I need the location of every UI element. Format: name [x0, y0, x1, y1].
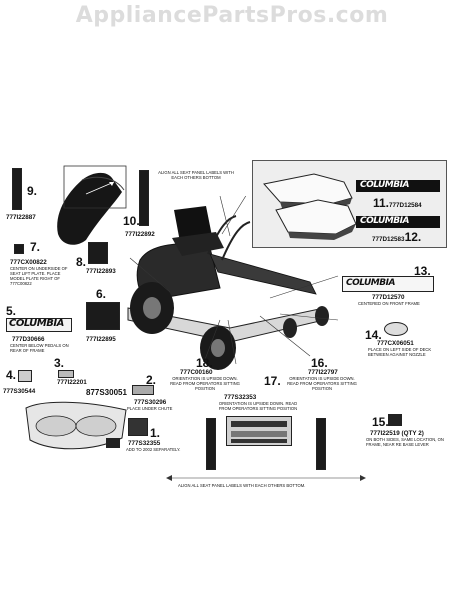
part-number-4: 777S30544 [3, 388, 36, 395]
decal-5 [6, 318, 72, 332]
decal-14 [384, 322, 408, 336]
decal-16-strip [316, 418, 326, 470]
part-number-1: 777S32355 [128, 440, 161, 447]
decal-13 [342, 276, 434, 292]
brand-logo-5: COLUMBIA [9, 318, 64, 329]
align-note-top: ALIGN ALL SEAT PANEL LABELS WITH EACH OT… [158, 170, 234, 180]
part-number-2: 777S30296 [134, 399, 167, 406]
decal-10 [139, 170, 149, 226]
callout-3: 3. [54, 356, 65, 370]
part-number-3: 777I22201 [57, 379, 87, 386]
note-17: ORIENTATION IS UPSIDE DOWN. READ FROM OP… [218, 401, 298, 411]
callout-9: 9. [27, 184, 38, 198]
note-15: ON BOTH SIDES, SAME LOCATION, ON FRAME, … [366, 437, 444, 447]
callout-6: 6. [96, 287, 107, 301]
callout-16: 16. [311, 356, 328, 370]
align-note-bottom: ALIGN ALL SEAT PANEL LABELS WITH EACH OT… [178, 483, 306, 488]
callout-12: 777D1258312. [372, 230, 422, 244]
callout-17: 17. [264, 374, 281, 388]
decal-2 [132, 385, 154, 395]
part-number-16: 777I22797 [308, 369, 338, 376]
decal-15 [388, 414, 402, 426]
deck-detail-illustration [25, 401, 127, 450]
note-18: ORIENTATION IS UPSIDE DOWN. READ FROM OP… [170, 376, 240, 391]
note-5: CENTER BELOW PEDALS ON REAR OF FRAME [10, 343, 69, 353]
part-number-6: 777I22895 [86, 336, 116, 343]
part-number-14: 777CX06051 [377, 340, 414, 347]
callout-11: 11.777D12584 [373, 196, 422, 210]
note-2: PLACE UNDER CHUTE [127, 406, 173, 411]
callout-1: 1. [150, 426, 161, 440]
callout-15: 15. [372, 415, 389, 429]
decal-7 [14, 244, 24, 254]
note-1: ADD TO 2002 SEPARATELY. [126, 447, 181, 452]
align-arrow [166, 475, 366, 481]
decal-8 [88, 242, 108, 264]
part-number-18: 777C00160 [180, 369, 213, 376]
decal-6 [86, 302, 120, 330]
part-number-15: 777I22519 (QTY 2) [370, 430, 424, 437]
callout-2: 2. [146, 373, 157, 387]
callout-4: 4. [6, 368, 17, 382]
note-14: PLACE ON LEFT SIDE OF DECK BETWEEN AGAIN… [368, 347, 432, 357]
callout-18: 18. [196, 356, 213, 370]
decal-4 [18, 370, 32, 382]
decal-9 [12, 168, 22, 210]
part-number-13: 777D12570 [372, 294, 405, 301]
part-number-8: 777I22893 [86, 268, 116, 275]
part-number-877s30051: 877S30051 [86, 388, 127, 397]
part-number-9: 777I22887 [6, 214, 36, 221]
callout-13: 13. [414, 264, 431, 278]
note-13: CENTERED ON FRONT FRAME [358, 301, 420, 306]
callout-5: 5. [6, 304, 17, 318]
decal-1 [128, 418, 148, 436]
part-number-7: 777CX00822 [10, 259, 47, 266]
note-16: ORIENTATION IS UPSIDE DOWN. READ FROM OP… [287, 376, 357, 391]
part-number-17: 777S32353 [224, 394, 257, 401]
decal-17-panel [226, 416, 292, 446]
note-7: CENTER ON UNDERSIDE OF SEAT LIFT PLATE. … [10, 266, 68, 286]
brand-logo-13: COLUMBIA [346, 278, 395, 288]
callout-8: 8. [76, 255, 87, 269]
seat-detail-illustration [57, 165, 127, 245]
callout-14: 14. [365, 328, 382, 342]
mower-illustration [127, 196, 339, 370]
callout-10: 10. [123, 214, 140, 228]
watermark: AppliancePartsPros.com [75, 3, 389, 28]
decal-3 [58, 370, 74, 378]
seat-panel-decal-11 [263, 173, 440, 240]
decal-18-strip [206, 418, 216, 470]
brand-logo-11: COLUMBIA [360, 180, 409, 190]
part-number-10: 777I22892 [125, 231, 155, 238]
callout-7: 7. [30, 240, 41, 254]
part-number-5: 777D30666 [12, 336, 45, 343]
brand-logo-12: COLUMBIA [360, 216, 409, 226]
